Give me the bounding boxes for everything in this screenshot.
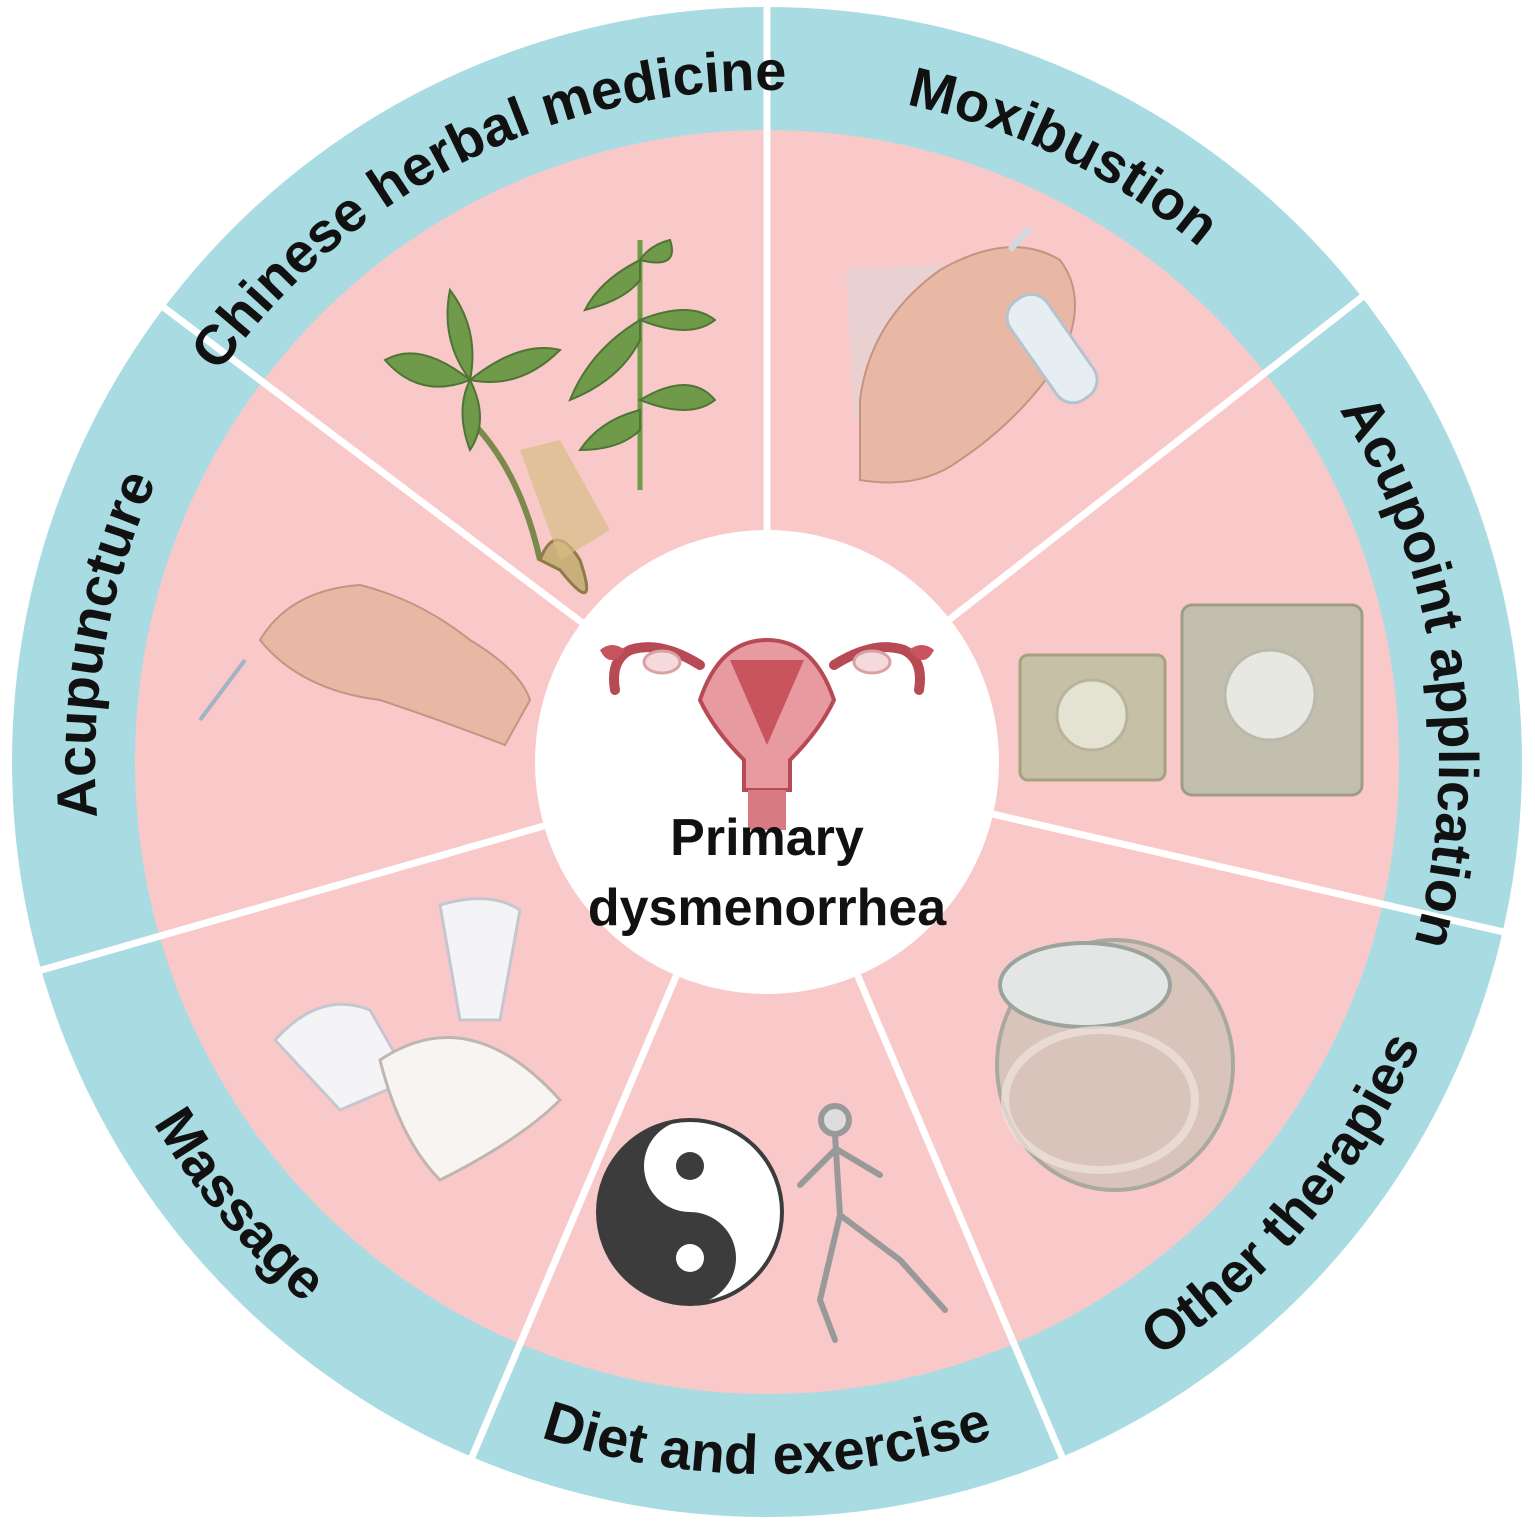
- segment-divider: [157, 301, 584, 626]
- segment-divider: [947, 291, 1369, 622]
- center-title-line1: Primary: [670, 809, 864, 867]
- massage-hands-icon: [272, 897, 563, 1182]
- center-title-line2: dysmenorrhea: [588, 879, 947, 937]
- segment-divider: [854, 974, 1068, 1463]
- cupping-jar-icon: [995, 938, 1235, 1192]
- acupuncture-hand-icon: [198, 583, 532, 747]
- segment-divider: [992, 810, 1509, 937]
- segment-divider: [466, 974, 680, 1463]
- yin-yang-exercise-icon: [596, 1103, 948, 1343]
- segment-dividers: [35, 2, 1509, 1463]
- segment-divider: [35, 822, 545, 975]
- herb-plant-icon: [383, 238, 717, 594]
- uterus-icon: [600, 637, 934, 830]
- acupoint-patch-icon: [1018, 603, 1364, 797]
- moxa-hand-icon: [846, 225, 1099, 484]
